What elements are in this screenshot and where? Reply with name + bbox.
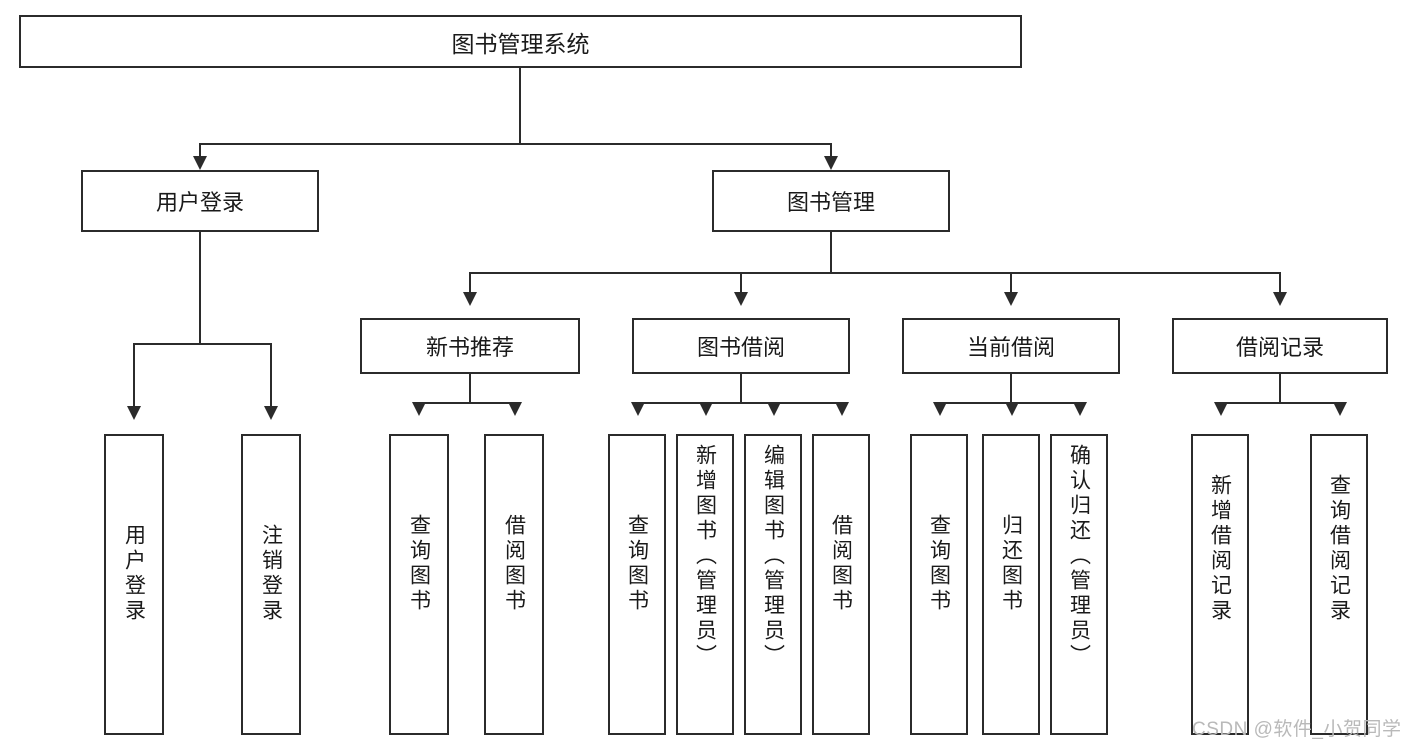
- leaf-borrow-book-bb-label: 借阅图书: [829, 514, 853, 614]
- leaf-query-book-rec[interactable]: 查询图书: [389, 434, 449, 735]
- leaf-confirm-return[interactable]: 确认归还（管理员）: [1050, 434, 1108, 735]
- arrow-to-book-borrow: [734, 292, 748, 306]
- leaf-add-record[interactable]: 新增借阅记录: [1191, 434, 1249, 735]
- arrow-to-leaf-query-book-bb: [631, 402, 645, 416]
- leaf-edit-book[interactable]: 编辑图书（管理员）: [744, 434, 802, 735]
- node-root[interactable]: 图书管理系统: [19, 15, 1022, 68]
- node-borrow-records-label: 借阅记录: [1235, 335, 1324, 360]
- leaf-user-login-label: 用户登录: [122, 524, 146, 624]
- node-current-borrow-label: 当前借阅: [966, 335, 1055, 360]
- node-borrow-records[interactable]: 借阅记录: [1172, 318, 1388, 374]
- leaf-query-record[interactable]: 查询借阅记录: [1310, 434, 1368, 735]
- leaf-return-book-label: 归还图书: [999, 514, 1023, 614]
- leaf-user-login[interactable]: 用户登录: [104, 434, 164, 735]
- connector-bm-c2: [740, 272, 742, 296]
- arrow-to-leaf-query-record: [1333, 402, 1347, 416]
- connector-nbr-stem: [469, 374, 471, 404]
- leaf-confirm-return-label: 确认归还（管理员）: [1067, 444, 1091, 669]
- arrow-to-leaf-edit-book: [767, 402, 781, 416]
- connector-br-bus: [1220, 402, 1339, 404]
- leaf-query-book-rec-label: 查询图书: [407, 514, 431, 614]
- arrow-to-book-manage: [824, 156, 838, 170]
- arrow-to-leaf-add-record: [1214, 402, 1228, 416]
- connector-root-bus: [199, 143, 831, 145]
- leaf-borrow-book-rec[interactable]: 借阅图书: [484, 434, 544, 735]
- arrow-to-borrow-records: [1273, 292, 1287, 306]
- arrow-to-leaf-borrow-book-rec: [508, 402, 522, 416]
- connector-user-login-bus: [133, 343, 271, 345]
- connector-book-manage-stem: [830, 232, 832, 274]
- leaf-borrow-book-rec-label: 借阅图书: [502, 514, 526, 614]
- leaf-add-book-label: 新增图书（管理员）: [693, 444, 717, 669]
- node-new-book-rec[interactable]: 新书推荐: [360, 318, 580, 374]
- arrow-to-leaf-user-login: [127, 406, 141, 420]
- arrow-to-leaf-confirm-return: [1073, 402, 1087, 416]
- connector-user-login-l2: [270, 343, 272, 410]
- leaf-add-record-label: 新增借阅记录: [1208, 474, 1232, 624]
- arrow-to-leaf-user-logout: [264, 406, 278, 420]
- arrow-to-leaf-add-book: [699, 402, 713, 416]
- leaf-query-book-cb[interactable]: 查询图书: [910, 434, 968, 735]
- leaf-borrow-book-bb[interactable]: 借阅图书: [812, 434, 870, 735]
- connector-bb-stem: [740, 374, 742, 404]
- connector-bm-c3: [1010, 272, 1012, 296]
- node-root-label: 图书管理系统: [451, 30, 590, 57]
- node-book-manage-label: 图书管理: [786, 190, 875, 215]
- connector-bm-c4: [1279, 272, 1281, 296]
- arrow-to-user-login: [193, 156, 207, 170]
- connector-root-to-user-login: [199, 143, 201, 160]
- leaf-user-logout-label: 注销登录: [259, 524, 283, 624]
- arrow-to-leaf-query-book-cb: [933, 402, 947, 416]
- node-book-borrow[interactable]: 图书借阅: [632, 318, 850, 374]
- node-current-borrow[interactable]: 当前借阅: [902, 318, 1120, 374]
- arrow-to-leaf-return-book: [1005, 402, 1019, 416]
- leaf-return-book[interactable]: 归还图书: [982, 434, 1040, 735]
- leaf-query-book-cb-label: 查询图书: [927, 514, 951, 614]
- arrow-to-current-borrow: [1004, 292, 1018, 306]
- connector-bb-bus: [637, 402, 841, 404]
- connector-br-stem: [1279, 374, 1281, 404]
- connector-cb-stem: [1010, 374, 1012, 404]
- leaf-query-record-label: 查询借阅记录: [1327, 474, 1351, 624]
- node-book-manage[interactable]: 图书管理: [712, 170, 950, 232]
- leaf-query-book-bb-label: 查询图书: [625, 514, 649, 614]
- arrow-to-leaf-borrow-book-bb: [835, 402, 849, 416]
- node-new-book-rec-label: 新书推荐: [425, 335, 514, 360]
- connector-nbr-bus: [418, 402, 515, 404]
- connector-user-login-stem: [199, 232, 201, 344]
- node-book-borrow-label: 图书借阅: [696, 335, 785, 360]
- connector-book-manage-bus: [469, 272, 1280, 274]
- leaf-edit-book-label: 编辑图书（管理员）: [761, 444, 785, 669]
- node-user-login[interactable]: 用户登录: [81, 170, 319, 232]
- arrow-to-new-book-rec: [463, 292, 477, 306]
- arrow-to-leaf-query-book-rec: [412, 402, 426, 416]
- leaf-add-book[interactable]: 新增图书（管理员）: [676, 434, 734, 735]
- connector-root-stem: [519, 68, 521, 144]
- leaf-query-book-bb[interactable]: 查询图书: [608, 434, 666, 735]
- leaf-user-logout[interactable]: 注销登录: [241, 434, 301, 735]
- connector-bm-c1: [469, 272, 471, 296]
- connector-user-login-l1: [133, 343, 135, 410]
- node-user-login-label: 用户登录: [155, 190, 244, 215]
- connector-root-to-book-manage: [830, 143, 832, 160]
